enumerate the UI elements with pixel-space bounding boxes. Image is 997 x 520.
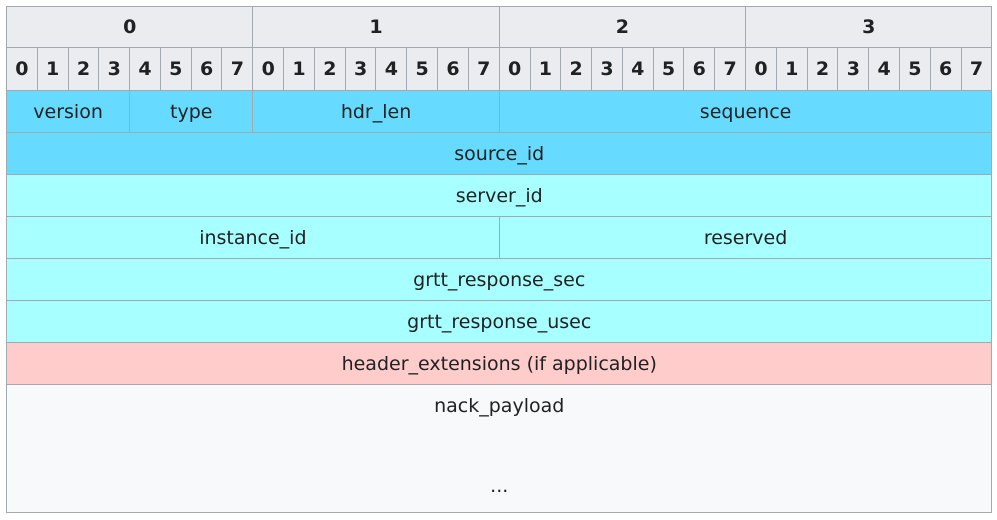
bit-label-0-4: 4: [129, 47, 161, 91]
byte-label-1: 1: [252, 6, 500, 48]
field-row-6: grtt_response_usec: [5, 300, 993, 343]
byte-label-2: 2: [498, 6, 747, 48]
bit-label-0-5: 5: [159, 47, 192, 91]
byte-offset-row: 0 1 2 3: [5, 6, 993, 48]
bit-label-0-0: 0: [6, 47, 38, 91]
field-row-4: instance_id reserved: [6, 216, 993, 259]
field-row-2: source_id: [5, 132, 993, 175]
nack-payload-label: nack_payload: [434, 395, 565, 417]
field-source-id: source_id: [5, 132, 993, 175]
bit-label-3-1: 1: [775, 47, 808, 91]
bit-label-1-5: 5: [406, 47, 439, 91]
field-row-7: header_extensions (if applicable): [5, 342, 993, 385]
bit-label-3-0: 0: [745, 47, 777, 91]
field-hdr-len: hdr_len: [252, 90, 500, 133]
bit-label-2-6: 6: [683, 47, 716, 91]
bit-label-0-7: 7: [221, 47, 254, 91]
byte-label-0: 0: [5, 6, 254, 48]
field-version: version: [5, 90, 131, 133]
bit-label-1-2: 2: [313, 47, 346, 91]
byte-label-3: 3: [745, 6, 993, 48]
bit-label-3-7: 7: [960, 47, 993, 91]
bit-label-1-3: 3: [344, 47, 377, 91]
bit-label-3-2: 2: [806, 47, 839, 91]
field-row-8: nack_payload ...: [5, 384, 993, 513]
bit-label-3-4: 4: [868, 47, 900, 91]
bit-label-2-4: 4: [621, 47, 654, 91]
bit-label-2-7: 7: [714, 47, 747, 91]
bit-label-0-2: 2: [67, 47, 100, 91]
field-type: type: [129, 90, 254, 133]
bit-label-3-3: 3: [837, 47, 870, 91]
field-grtt-response-usec: grtt_response_usec: [5, 300, 993, 343]
field-row-1: version type hdr_len sequence: [5, 90, 993, 133]
bit-label-0-1: 1: [36, 47, 69, 91]
field-nack-payload: nack_payload ...: [5, 384, 993, 513]
bit-label-2-0: 0: [498, 47, 531, 91]
bit-label-0-6: 6: [190, 47, 223, 91]
bit-label-1-7: 7: [467, 47, 500, 91]
bit-label-1-1: 1: [283, 47, 315, 91]
field-sequence: sequence: [498, 90, 993, 133]
bit-label-1-4: 4: [375, 47, 408, 91]
field-row-3: server_id: [5, 174, 993, 217]
bit-label-3-5: 5: [898, 47, 931, 91]
field-grtt-response-sec: grtt_response_sec: [5, 258, 993, 301]
field-server-id: server_id: [5, 174, 993, 217]
bit-label-2-1: 1: [529, 47, 562, 91]
bit-label-2-5: 5: [652, 47, 685, 91]
bit-label-0-3: 3: [98, 47, 131, 91]
bit-label-3-6: 6: [929, 47, 962, 91]
bit-label-1-0: 0: [252, 47, 285, 91]
field-reserved: reserved: [498, 216, 993, 259]
bit-label-2-3: 3: [591, 47, 623, 91]
bit-label-2-2: 2: [560, 47, 593, 91]
field-row-5: grtt_response_sec: [5, 258, 993, 301]
field-instance-id: instance_id: [6, 216, 500, 259]
payload-ellipsis: ...: [490, 475, 509, 497]
field-header-extensions: header_extensions (if applicable): [5, 342, 993, 385]
bit-label-1-6: 6: [437, 47, 469, 91]
